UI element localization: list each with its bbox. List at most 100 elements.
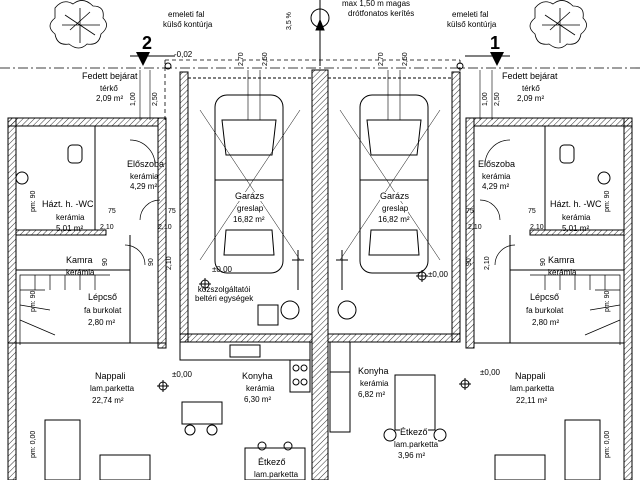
pm-right-2: pm: 90 bbox=[604, 290, 611, 312]
dim-250-right: 2,50 bbox=[494, 92, 501, 106]
eloszoba-left-material: kerámia bbox=[130, 172, 159, 181]
tree-right bbox=[529, 0, 587, 49]
etkezo-right-material: lam.parketta bbox=[394, 440, 439, 449]
garazs-right-area: 16,82 m² bbox=[378, 215, 410, 224]
pm-left-2: pm: 90 bbox=[30, 290, 37, 312]
etkezo-right-area: 3,96 m² bbox=[398, 451, 426, 460]
konyha-right-name: Konyha bbox=[358, 366, 389, 376]
lepcso-left-material: fa burkolat bbox=[84, 306, 122, 315]
eloszoba-right-material: kerámia bbox=[482, 172, 511, 181]
right-unit-walls bbox=[465, 117, 633, 480]
lepcso-right-name: Lépcső bbox=[530, 292, 560, 302]
lepcso-left-name: Lépcső bbox=[88, 292, 118, 302]
fedett-left-name: Fedett bejárat bbox=[82, 71, 138, 81]
kamra-right-material: kerámia bbox=[548, 268, 577, 277]
dim-210-b: 2,10 bbox=[158, 224, 172, 231]
party-wall bbox=[311, 69, 329, 480]
dim-90-d: 90 bbox=[540, 258, 547, 266]
section-arrow-1 bbox=[456, 52, 510, 70]
dim-270-a: 2,70 bbox=[238, 52, 245, 66]
dim-210-f: 2,10 bbox=[484, 256, 491, 270]
dim-250-left: 2,50 bbox=[152, 92, 159, 106]
dim-250-b: 2,50 bbox=[402, 52, 409, 66]
utility-units bbox=[257, 300, 357, 326]
wc-left-material: kerámia bbox=[56, 213, 85, 222]
lepcso-left-area: 2,80 m² bbox=[88, 318, 116, 327]
dining-left bbox=[244, 441, 306, 480]
etkezo-left-material: lam.parketta bbox=[254, 470, 299, 479]
dim-90-c: 90 bbox=[102, 258, 109, 266]
unit-number-left: 2 bbox=[142, 33, 153, 53]
fedett-right-area: 2,09 m² bbox=[517, 94, 545, 103]
level-nappali-left: ±0,00 bbox=[172, 370, 192, 379]
pm-right-3: pm: 0,00 bbox=[604, 430, 611, 458]
door-swings bbox=[124, 139, 516, 266]
dim-210-d: 2,10 bbox=[530, 224, 544, 231]
dim-210-e: 2,10 bbox=[166, 256, 173, 270]
konyha-right-material: kerámia bbox=[360, 379, 389, 388]
bikes bbox=[292, 250, 348, 290]
wc-right-area: 5,01 m² bbox=[562, 224, 590, 233]
fence-note-1: max 1,50 m magas bbox=[342, 0, 411, 8]
dim-100-right: 1,00 bbox=[482, 92, 489, 106]
dim-75-b: 75 bbox=[168, 208, 176, 215]
kitchen-left bbox=[179, 341, 311, 436]
dim-250-a: 2,50 bbox=[262, 52, 269, 66]
dimension-lines bbox=[139, 70, 493, 120]
wc-right-name: Házt. h. -WC bbox=[550, 199, 602, 209]
konyha-left-name: Konyha bbox=[242, 371, 273, 381]
garazs-left-name: Garázs bbox=[235, 191, 265, 201]
fedett-right-material: térkő bbox=[522, 84, 540, 93]
garazs-left-area: 16,82 m² bbox=[233, 215, 265, 224]
dim-270-b: 2,70 bbox=[378, 52, 385, 66]
section-marker bbox=[310, 0, 330, 66]
kamra-left-name: Kamra bbox=[66, 255, 93, 265]
pm-left-3: pm: 0,00 bbox=[30, 430, 37, 458]
nappali-right-area: 22,11 m² bbox=[516, 396, 547, 405]
dim-75-c: 75 bbox=[466, 208, 474, 215]
level-nappali-right: ±0,00 bbox=[480, 368, 500, 377]
tree-left bbox=[49, 0, 107, 49]
wc-left-area: 5,01 m² bbox=[56, 224, 84, 233]
etkezo-right-name: Étkező bbox=[400, 427, 428, 437]
left-unit-walls bbox=[7, 117, 167, 480]
dim-90-b: 90 bbox=[466, 258, 473, 266]
level-markers bbox=[157, 270, 471, 392]
nappali-right-name: Nappali bbox=[515, 371, 546, 381]
unit-number-right: 1 bbox=[490, 33, 501, 53]
konyha-right-area: 6,82 m² bbox=[358, 390, 386, 399]
eloszoba-left-area: 4,29 m² bbox=[130, 182, 158, 191]
sofa-left bbox=[44, 419, 151, 480]
wall-note-right-1: emeleti fal bbox=[452, 10, 489, 19]
wall-note-left-1: emeleti fal bbox=[168, 10, 205, 19]
wc-right-material: kerámia bbox=[562, 213, 591, 222]
level-garage-right: ±0,00 bbox=[428, 270, 448, 279]
eloszoba-right-name: Előszoba bbox=[478, 159, 516, 169]
fence-note-2: drótfonatos kerítés bbox=[348, 9, 415, 18]
partitions bbox=[16, 126, 624, 344]
etkezo-left-name: Étkező bbox=[258, 457, 286, 467]
lepcso-right-area: 2,80 m² bbox=[532, 318, 560, 327]
dim-210-c: 2,10 bbox=[468, 224, 482, 231]
garazs-right-name: Garázs bbox=[380, 191, 410, 201]
slope-label: 3,5 % bbox=[286, 12, 293, 30]
eloszoba-left-name: Előszoba bbox=[127, 159, 165, 169]
sofa-right bbox=[494, 419, 601, 480]
stairs-left bbox=[19, 274, 110, 345]
fedett-left-area: 2,09 m² bbox=[96, 94, 124, 103]
dim-100-left: 1,00 bbox=[130, 92, 137, 106]
fedett-left-material: térkő bbox=[100, 84, 118, 93]
konyha-left-material: kerámia bbox=[246, 384, 275, 393]
dim-75-d: 75 bbox=[528, 208, 536, 215]
kamra-right-name: Kamra bbox=[548, 255, 575, 265]
eloszoba-right-area: 4,29 m² bbox=[482, 182, 510, 191]
wall-note-left-2: külső kontúrja bbox=[163, 20, 213, 29]
fedett-right-name: Fedett bejárat bbox=[502, 71, 558, 81]
pm-right-1: pm: 90 bbox=[604, 190, 611, 212]
garazs-left-material: greslap bbox=[237, 204, 264, 213]
nappali-left-area: 22,74 m² bbox=[92, 396, 124, 405]
nappali-left-material: lam.parketta bbox=[90, 384, 135, 393]
sanitary bbox=[15, 144, 611, 185]
